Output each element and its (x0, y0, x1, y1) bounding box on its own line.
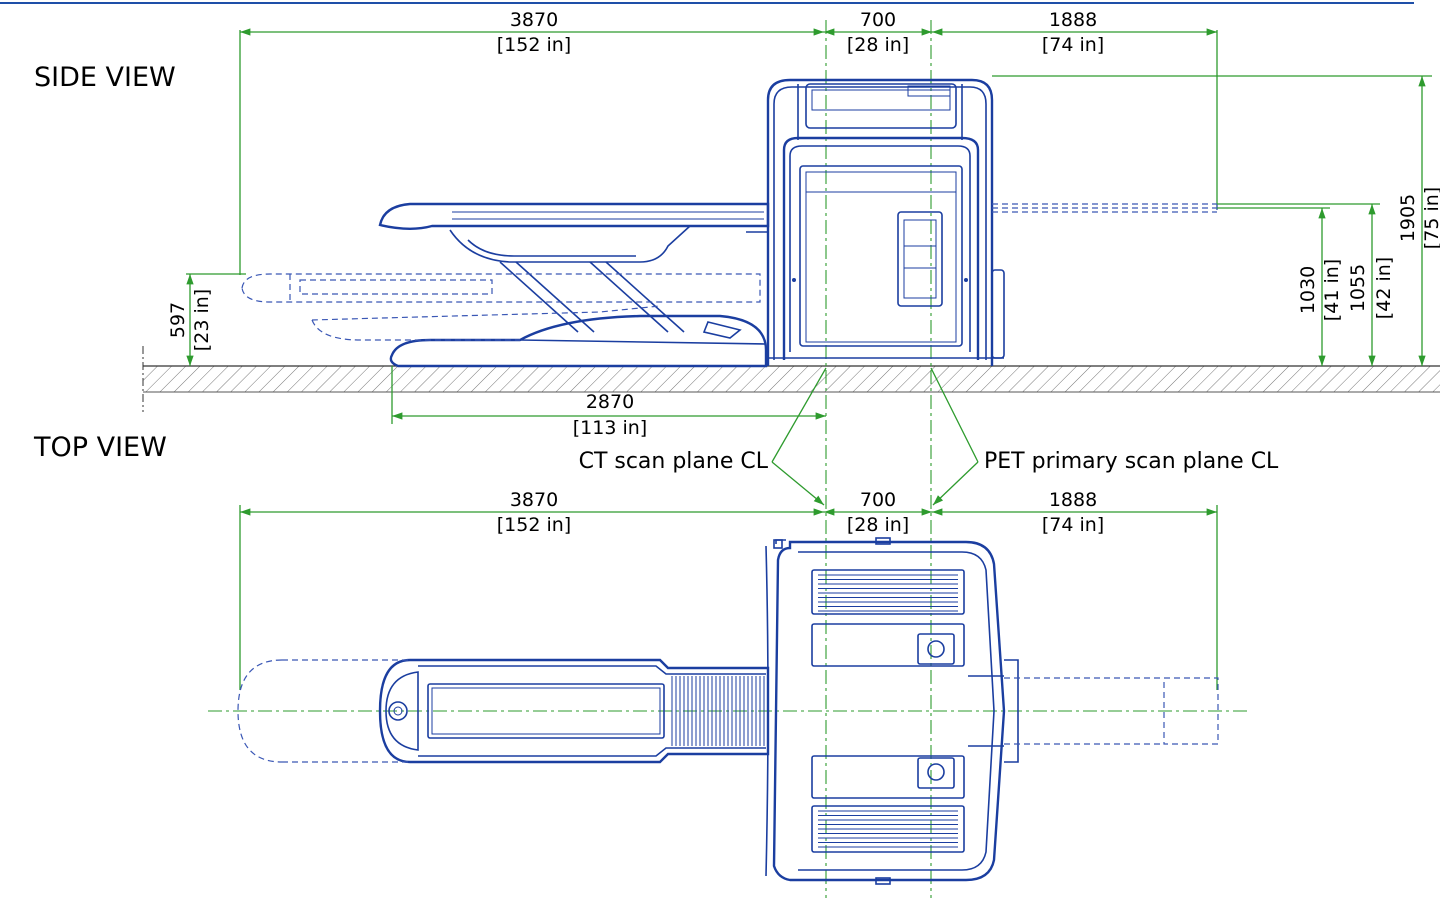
side-rear-in: [74 in] (1042, 34, 1104, 56)
gantry-top (765, 537, 1019, 885)
table-top-dashed-outline (237, 659, 1219, 763)
pet-plane-label: PET primary scan plane CL (984, 449, 1279, 474)
side-total-length-in: [152 in] (497, 34, 571, 56)
pallet-height-in: [41 in] (1321, 259, 1343, 321)
floor (142, 346, 1440, 412)
table-height-in: [42 in] (1373, 257, 1395, 319)
top-total-length-mm: 3870 (510, 489, 558, 511)
top-rear-in: [74 in] (1042, 514, 1104, 536)
pallet-extended-outline (992, 203, 1218, 213)
table-height-mm: 1055 (1347, 264, 1369, 312)
side-cl-gap-in: [28 in] (847, 34, 909, 56)
top-total-length-in: [152 in] (497, 514, 571, 536)
base-length-mm: 2870 (586, 391, 634, 413)
base-length-in: [113 in] (573, 417, 647, 439)
table-low-mm: 597 (167, 302, 189, 338)
side-cl-gap-mm: 700 (860, 9, 896, 31)
patient-table-side (378, 202, 770, 368)
base-length-dimension (391, 366, 826, 424)
table-lowered-outline (241, 273, 761, 341)
pallet-height-mm: 1030 (1297, 266, 1319, 314)
gantry-side (766, 78, 1005, 366)
callout-leaders (771, 367, 979, 506)
side-right-dimensions (992, 75, 1432, 366)
top-cl-gap-mm: 700 (860, 489, 896, 511)
ct-plane-label: CT scan plane CL (579, 449, 769, 474)
gantry-height-mm: 1905 (1397, 194, 1419, 242)
patient-table-top (378, 658, 770, 764)
top-view-title: TOP VIEW (33, 432, 167, 463)
gantry-height-in: [75 in] (1421, 187, 1440, 249)
side-view-title: SIDE VIEW (34, 62, 176, 93)
side-total-length-mm: 3870 (510, 9, 558, 31)
side-top-dimensions (239, 28, 1218, 275)
top-cl-gap-in: [28 in] (847, 514, 909, 536)
table-low-dimension (186, 273, 246, 366)
table-low-in: [23 in] (191, 289, 213, 351)
top-rear-mm: 1888 (1049, 489, 1097, 511)
side-rear-mm: 1888 (1049, 9, 1097, 31)
top-top-dimensions (239, 505, 1218, 690)
